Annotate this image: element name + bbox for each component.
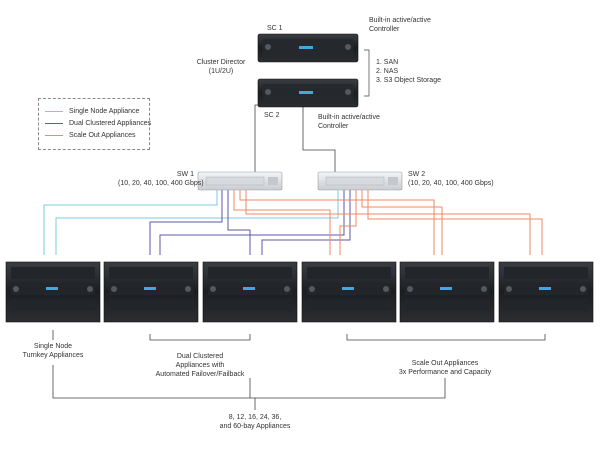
legend-label: Scale Out Appliances bbox=[69, 132, 136, 139]
legend-swatch-single bbox=[45, 111, 63, 112]
legend: Single Node Appliance Dual Clustered App… bbox=[38, 98, 152, 150]
sw2-name: SW 2 bbox=[408, 171, 426, 178]
sw1-speeds: (10, 20, 40, 100, 400 Gbps) bbox=[118, 180, 204, 187]
appliance-4 bbox=[301, 261, 397, 323]
sw1-name: SW 1 bbox=[176, 171, 194, 178]
bay-options-label: 8, 12, 16, 24, 36, and 60-bay Appliances bbox=[205, 413, 305, 431]
sc1-label: SC 1 bbox=[267, 25, 283, 32]
bay-options-line2: and 60-bay Appliances bbox=[219, 423, 291, 430]
single-node-label: Single Node Turnkey Appliances bbox=[13, 342, 93, 360]
builtin-controller-top: Built-in active/active Controller bbox=[369, 16, 431, 34]
sc2-label: SC 2 bbox=[264, 112, 280, 119]
dual-cluster-label: Dual Clustered Appliances with Automated… bbox=[150, 352, 250, 379]
bay-options-line1: 8, 12, 16, 24, 36, bbox=[228, 414, 282, 421]
cluster-director-line1: Cluster Director bbox=[196, 59, 246, 66]
legend-label: Single Node Appliance bbox=[69, 108, 140, 115]
network-switch-sw2 bbox=[317, 171, 403, 191]
scale-out-line2: 3x Performance and Capacity bbox=[398, 369, 492, 376]
dual-cluster-cables bbox=[149, 190, 351, 255]
protocol-bracket bbox=[364, 49, 370, 97]
builtin-controller-bottom: Built-in active/active Controller bbox=[318, 113, 380, 131]
single-node-line2: Turnkey Appliances bbox=[22, 352, 84, 359]
appliance-2 bbox=[103, 261, 199, 323]
builtin-bottom-line2: Controller bbox=[318, 123, 349, 130]
appliance-6 bbox=[498, 261, 594, 323]
appliance-3 bbox=[202, 261, 298, 323]
dual-cluster-line2: Appliances with bbox=[175, 362, 225, 369]
single-node-line1: Single Node bbox=[33, 343, 73, 350]
sw2-speeds: (10, 20, 40, 100, 400 Gbps) bbox=[408, 180, 494, 187]
scale-out-cables bbox=[233, 190, 543, 255]
legend-label: Dual Clustered Appliances bbox=[69, 120, 152, 127]
cluster-director-line2: (1U/2U) bbox=[208, 68, 234, 75]
protocol-item: 2. NAS bbox=[376, 68, 399, 75]
dual-cluster-line1: Dual Clustered bbox=[176, 353, 224, 360]
appliance-5 bbox=[399, 261, 495, 323]
protocol-list: 1. SAN 2. NAS 3. S3 Object Storage bbox=[376, 58, 441, 85]
storage-controller-sc2 bbox=[257, 78, 359, 108]
builtin-top-line1: Built-in active/active bbox=[369, 17, 431, 24]
storage-controller-sc1 bbox=[257, 33, 359, 63]
sw2-label: SW 2 (10, 20, 40, 100, 400 Gbps) bbox=[408, 170, 494, 188]
scale-out-label: Scale Out Appliances 3x Performance and … bbox=[395, 359, 495, 377]
protocol-item: 3. S3 Object Storage bbox=[376, 77, 441, 84]
all-appliances-bracket bbox=[52, 365, 446, 399]
builtin-top-line2: Controller bbox=[369, 26, 400, 33]
sw1-label: SW 1 (10, 20, 40, 100, 400 Gbps) bbox=[118, 170, 204, 188]
scale-out-line1: Scale Out Appliances bbox=[411, 360, 479, 367]
dual-cluster-bracket bbox=[149, 334, 251, 341]
group-brackets bbox=[52, 330, 546, 410]
network-switch-sw1 bbox=[197, 171, 283, 191]
dual-cluster-line3: Automated Failover/Failback bbox=[155, 371, 245, 378]
legend-swatch-dual bbox=[45, 123, 63, 124]
builtin-bottom-line1: Built-in active/active bbox=[318, 114, 380, 121]
legend-swatch-scale bbox=[45, 135, 63, 136]
protocol-item: 1. SAN bbox=[376, 59, 399, 66]
single-node-cables bbox=[43, 190, 339, 255]
cluster-director-label: Cluster Director (1U/2U) bbox=[188, 58, 254, 76]
scale-out-bracket bbox=[346, 334, 546, 341]
appliance-1 bbox=[5, 261, 101, 323]
